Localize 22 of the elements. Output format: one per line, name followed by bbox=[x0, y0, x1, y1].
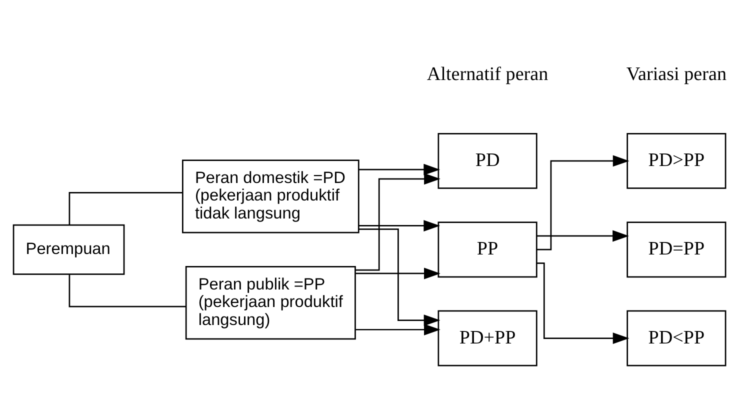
arrow bbox=[536, 230, 629, 242]
arrow bbox=[536, 262, 630, 344]
node-box: Peran publik =PP (pekerjaan produktif langsung) bbox=[185, 265, 356, 340]
arrow bbox=[536, 154, 630, 250]
node-box: PD<PP bbox=[626, 310, 726, 366]
arrow bbox=[358, 163, 440, 175]
arrow bbox=[356, 267, 440, 279]
node-box: PD+PP bbox=[438, 310, 538, 366]
node-box: PD=PP bbox=[626, 221, 726, 278]
node-box: PD>PP bbox=[626, 132, 726, 188]
arrow bbox=[356, 323, 440, 335]
arrow bbox=[356, 172, 440, 270]
label: Alternatif peran bbox=[426, 64, 548, 85]
connector bbox=[68, 274, 186, 307]
node-box: PD bbox=[438, 132, 538, 188]
arrow bbox=[358, 220, 440, 231]
label: Variasi peran bbox=[626, 64, 727, 85]
arrow bbox=[358, 228, 440, 326]
connector bbox=[68, 191, 182, 224]
node-box: Peran domestik =PD (pekerjaan produktif tidak langsung bbox=[182, 159, 360, 233]
node-box: Perempuan bbox=[12, 224, 125, 274]
node-box: PP bbox=[438, 221, 538, 278]
